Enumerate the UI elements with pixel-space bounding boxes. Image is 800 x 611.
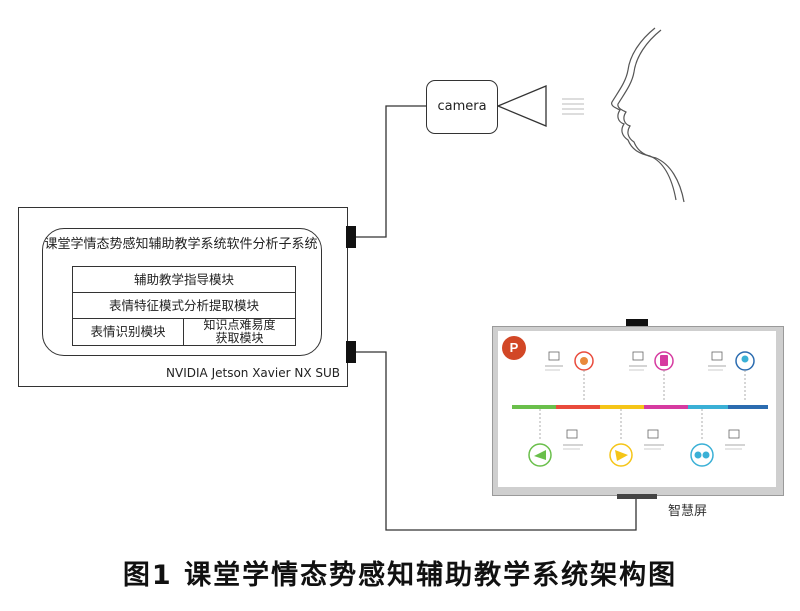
module-expression-feature-extraction: 表情特征模式分析提取模块 <box>73 293 295 319</box>
face-profile-icon <box>612 28 684 202</box>
smart-screen-display <box>498 331 776 487</box>
module-knowledge-difficulty-line2: 获取模块 <box>184 332 295 345</box>
screen-stand <box>617 494 657 499</box>
module-expression-recognition: 表情识别模块 <box>73 319 184 345</box>
camera-wire <box>356 106 426 237</box>
figure-caption: 图1 课堂学情态势感知辅助教学系统架构图 <box>0 553 800 592</box>
subsystem-title: 课堂学情态势感知辅助教学系统软件分析子系统 <box>42 233 320 252</box>
powerpoint-logo-icon: P <box>502 336 526 360</box>
device-label: NVIDIA Jetson Xavier NX SUB <box>140 366 340 380</box>
camera-lens-icon <box>498 86 584 126</box>
module-teaching-guidance: 辅助教学指导模块 <box>73 267 295 293</box>
device-port-screen <box>346 341 356 363</box>
device-port-camera <box>346 226 356 248</box>
module-knowledge-difficulty: 知识点难易度 获取模块 <box>184 318 295 346</box>
camera-box: camera <box>426 80 498 134</box>
smart-screen-label: 智慧屏 <box>668 500 707 519</box>
modules-table: 辅助教学指导模块 表情特征模式分析提取模块 表情识别模块 知识点难易度 获取模块 <box>72 266 296 346</box>
screen-webcam <box>626 319 648 326</box>
